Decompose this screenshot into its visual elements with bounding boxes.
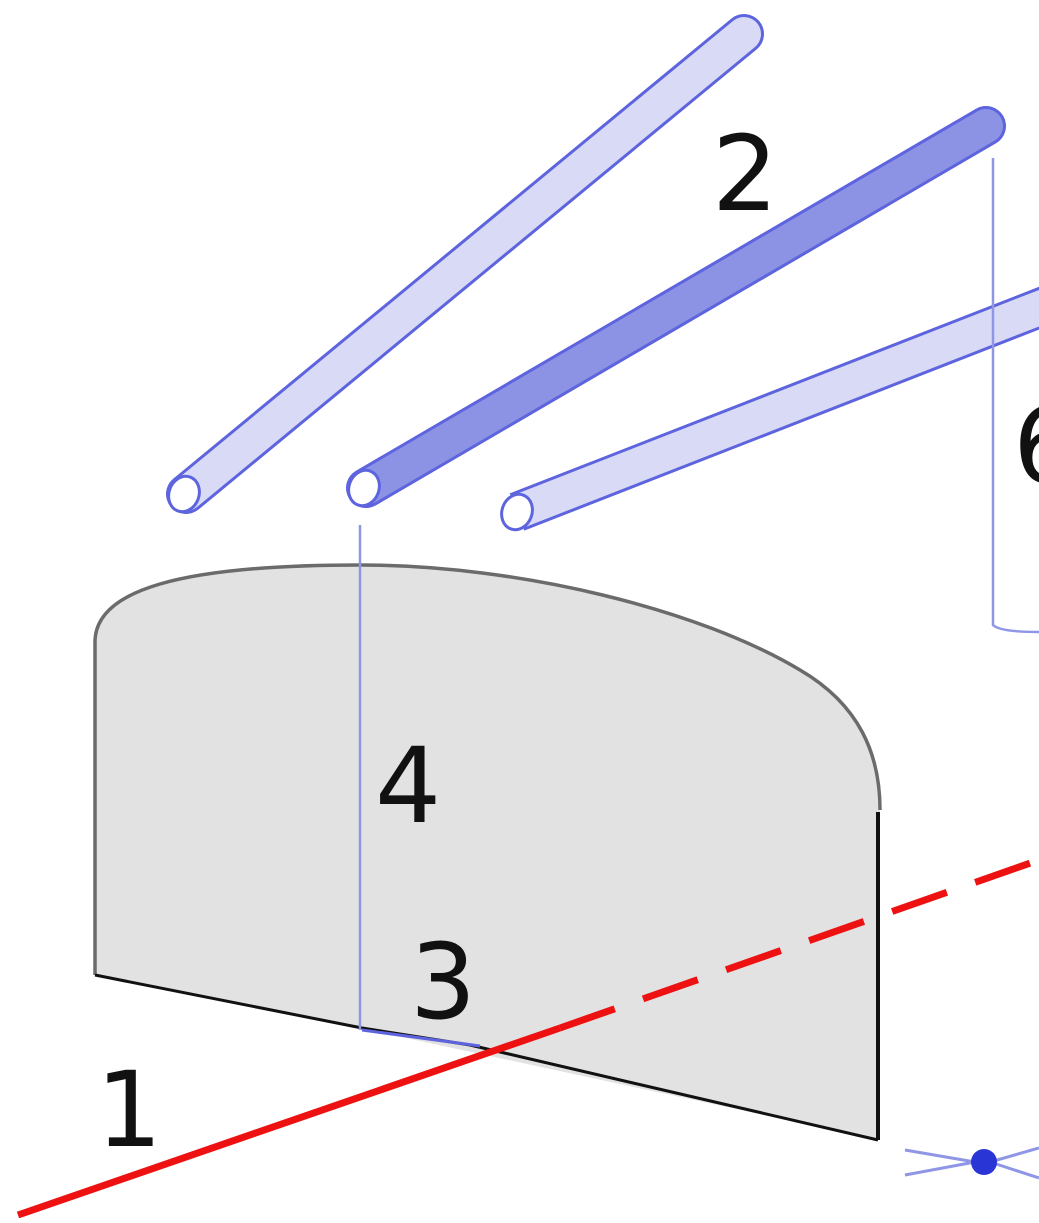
tunnel-face-profile (95, 565, 880, 1140)
rock-bolt-left[interactable] (164, 14, 764, 516)
bolt-depth-guide (991, 158, 1039, 634)
callout-label-1: 1 (96, 1049, 162, 1171)
floor-guide-segment (361, 1028, 481, 1048)
callout-label-4: 4 (375, 725, 441, 847)
station-marker-icon[interactable] (904, 1146, 1039, 1180)
callout-label-2: 2 (712, 113, 778, 235)
tunnel-face-arch (93, 563, 882, 975)
callout-label-6: 6 (1013, 385, 1039, 507)
callout-label-3: 3 (410, 921, 476, 1043)
rock-bolt-selected[interactable] (344, 106, 1006, 510)
rock-bolt-right[interactable] (497, 286, 1039, 534)
alignment-line-solid[interactable] (16, 1024, 562, 1219)
